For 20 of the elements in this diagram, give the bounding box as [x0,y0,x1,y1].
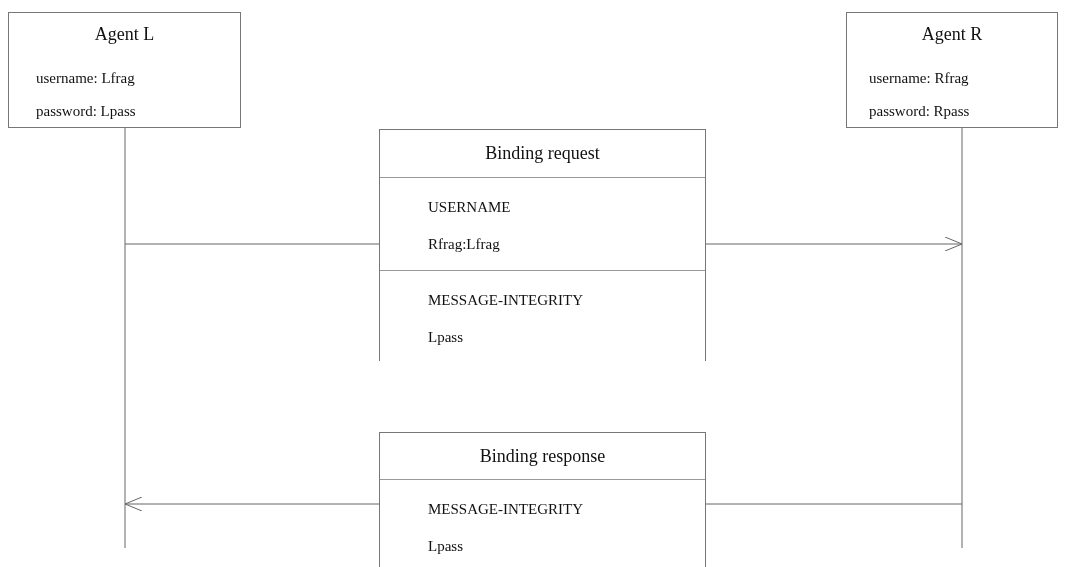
agent-box [846,12,1058,128]
attribute-name: USERNAME [428,198,512,216]
agent-name: Agent R [920,23,984,45]
attribute-value: Lpass [428,537,464,555]
message-box [379,432,706,567]
credential-text: password: Rpass [868,102,971,120]
attribute-name: MESSAGE-INTEGRITY [428,291,584,309]
message-title: Binding response [478,445,607,468]
attribute-value: Rfrag:Lfrag [428,235,501,253]
arrow [705,236,963,252]
credential-text: username: Lfrag [35,69,136,87]
agent-box [8,12,241,128]
arrow [124,496,380,512]
message-box [379,129,706,361]
message-title: Binding request [484,142,601,165]
agent-name: Agent L [93,23,156,45]
credential-text: password: Lpass [35,102,137,120]
attribute-name: MESSAGE-INTEGRITY [428,500,584,518]
credential-text: username: Rfrag [868,69,970,87]
attribute-value: Lpass [428,328,464,346]
